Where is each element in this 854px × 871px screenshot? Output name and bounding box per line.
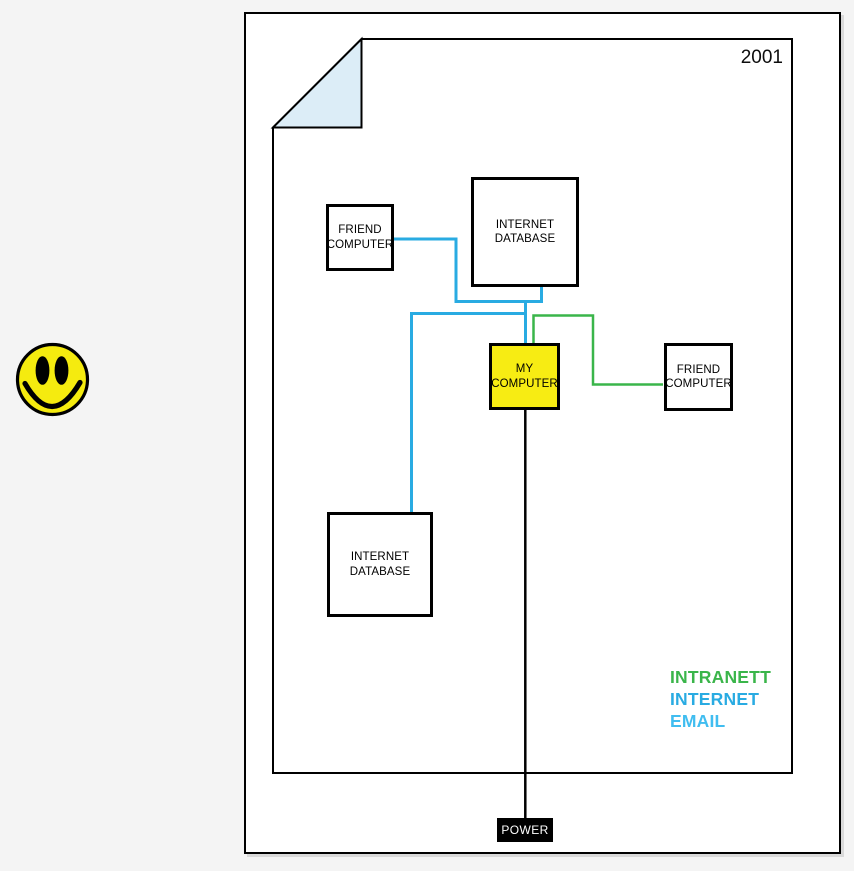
legend-item-email: EMAIL bbox=[670, 711, 726, 731]
node-friend-computer-right: FRIEND COMPUTER bbox=[664, 343, 733, 411]
smiley-mouth bbox=[22, 379, 83, 410]
legend-item-intranett: INTRANETT bbox=[670, 667, 771, 687]
smiley-right-eye bbox=[54, 356, 69, 385]
smiley-face-icon bbox=[15, 342, 90, 417]
node-internet-database-top: INTERNET DATABASE bbox=[471, 177, 579, 287]
year-label: 2001 bbox=[740, 47, 783, 68]
legend-item-internet: INTERNET bbox=[670, 689, 760, 709]
smiley-head bbox=[15, 342, 90, 417]
legend: INTRANETT INTERNET EMAIL bbox=[670, 666, 771, 732]
node-my-computer: MY COMPUTER bbox=[489, 343, 560, 410]
node-internet-database-bottom: INTERNET DATABASE bbox=[327, 512, 433, 617]
smiley-left-eye bbox=[35, 356, 50, 385]
power-box: POWER bbox=[497, 818, 553, 842]
node-friend-computer-left: FRIEND COMPUTER bbox=[326, 204, 394, 271]
